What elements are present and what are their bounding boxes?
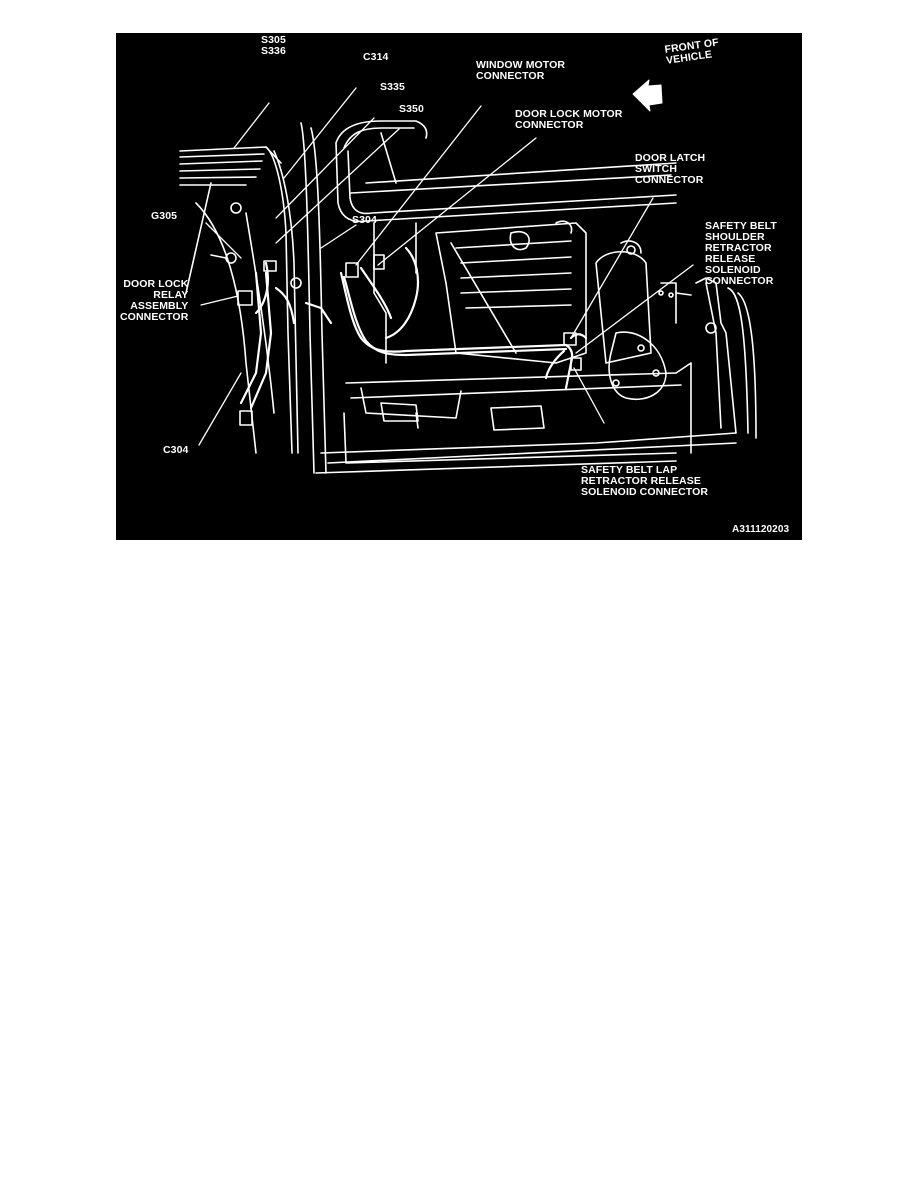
leader-lines: [198, 87, 694, 446]
label-g305: G305: [151, 210, 178, 222]
label-c304: C304: [163, 444, 189, 456]
label-door-lock-motor-connector: DOOR LOCK MOTOR CONNECTOR: [515, 108, 623, 131]
figure-id: A311120203: [732, 524, 790, 535]
label-safety-belt-lap-connector: SAFETY BELT LAP RETRACTOR RELEASE SOLENO…: [581, 464, 709, 498]
label-s335: S335: [380, 81, 405, 93]
connector-shapes: [210, 252, 582, 426]
label-window-motor-connector: WINDOW MOTOR CONNECTOR: [476, 59, 566, 82]
inner-door-panel: [373, 220, 692, 364]
label-s305-s336: S305 S336: [261, 34, 286, 57]
label-s350: S350: [399, 103, 424, 115]
left-arrow-icon: [632, 79, 663, 112]
pillar-structure: [179, 122, 327, 474]
door-line-art: [179, 79, 757, 474]
label-door-latch-switch-connector: DOOR LATCH SWITCH CONNECTOR: [635, 152, 706, 186]
lower-door: [315, 277, 757, 474]
label-s304: S304: [352, 214, 377, 226]
label-door-lock-relay-assembly-connector: DOOR LOCK RELAY ASSEMBLY CONNECTOR: [120, 278, 189, 323]
window-frame: [335, 120, 677, 223]
wiring-harness: [239, 246, 588, 410]
label-safety-belt-shoulder-connector: SAFETY BELT SHOULDER RETRACTOR RELEASE S…: [705, 220, 777, 287]
door-wiring-diagram: S305 S336 C314 S335 S350 G305 S304 DOOR …: [116, 33, 802, 540]
label-c314: C314: [363, 51, 389, 63]
